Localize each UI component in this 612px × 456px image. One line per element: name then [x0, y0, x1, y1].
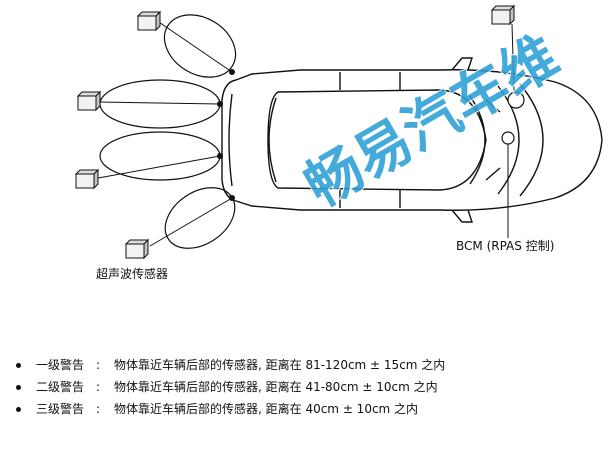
- leader-line: [97, 155, 221, 179]
- car-body: [221, 69, 603, 211]
- detection-zone: [164, 187, 236, 249]
- sensor-icon: [136, 10, 162, 32]
- sensor-points: [217, 69, 235, 201]
- warning-level: 一级警告: [36, 358, 85, 372]
- warning-separator: :: [96, 402, 101, 416]
- warning-separator: :: [96, 358, 101, 372]
- hood-line: [497, 85, 520, 195]
- bcm-group: BCM (RPAS 控制): [456, 4, 554, 253]
- car-roof: [267, 89, 487, 191]
- watermark-text: 畅易汽车维: [295, 24, 570, 220]
- warning-level: 三级警告: [36, 402, 85, 416]
- rear-window: [268, 97, 277, 183]
- mirror: [451, 57, 473, 71]
- warning-text: 物体靠近车辆后部的传感器, 距离在 81-120cm ± 15cm 之内: [114, 358, 446, 372]
- bcm-label: BCM (RPAS 控制): [456, 239, 554, 253]
- sensor-icon: [76, 90, 102, 112]
- leader-line: [511, 23, 515, 93]
- windshield-line: [485, 167, 501, 181]
- windshield-line: [485, 99, 501, 113]
- bcm-icon: [501, 131, 515, 145]
- sensor-icon: [74, 168, 100, 190]
- warning-item: 三级警告: 物体靠近车辆后部的传感器, 距离在 40cm ± 10cm 之内: [14, 398, 445, 420]
- rpas-layout-diagram: 超声波传感器 BCM (RPAS 控制) 畅易汽车维: [74, 4, 603, 281]
- rear-bumper: [228, 93, 233, 187]
- detection-zone: [163, 14, 237, 78]
- detection-zones: [99, 14, 237, 249]
- mirror: [451, 209, 473, 223]
- warning-text: 物体靠近车辆后部的传感器, 距离在 40cm ± 10cm 之内: [114, 402, 419, 416]
- warning-level: 二级警告: [36, 380, 85, 394]
- buzzer-icon: [507, 91, 525, 109]
- module-icon: [490, 4, 516, 26]
- hood-line: [519, 83, 544, 197]
- leader-line: [149, 15, 233, 73]
- warning-separator: :: [96, 380, 101, 394]
- windshield: [469, 95, 486, 185]
- warning-item: 一级警告: 物体靠近车辆后部的传感器, 距离在 81-120cm ± 15cm 之…: [14, 354, 445, 376]
- detection-zone: [99, 131, 221, 181]
- car-outline: [221, 57, 603, 223]
- sensor-label: 超声波传感器: [96, 266, 168, 281]
- sensor-icon: [124, 238, 150, 260]
- warning-text: 物体靠近车辆后部的传感器, 距离在 41-80cm ± 10cm 之内: [114, 380, 438, 394]
- leader-line: [99, 101, 221, 105]
- warning-item: 二级警告: 物体靠近车辆后部的传感器, 距离在 41-80cm ± 10cm 之内: [14, 376, 445, 398]
- leader-line: [149, 197, 233, 247]
- warning-level-list: 一级警告: 物体靠近车辆后部的传感器, 距离在 81-120cm ± 15cm 之…: [14, 354, 445, 420]
- leader-lines: [97, 15, 233, 247]
